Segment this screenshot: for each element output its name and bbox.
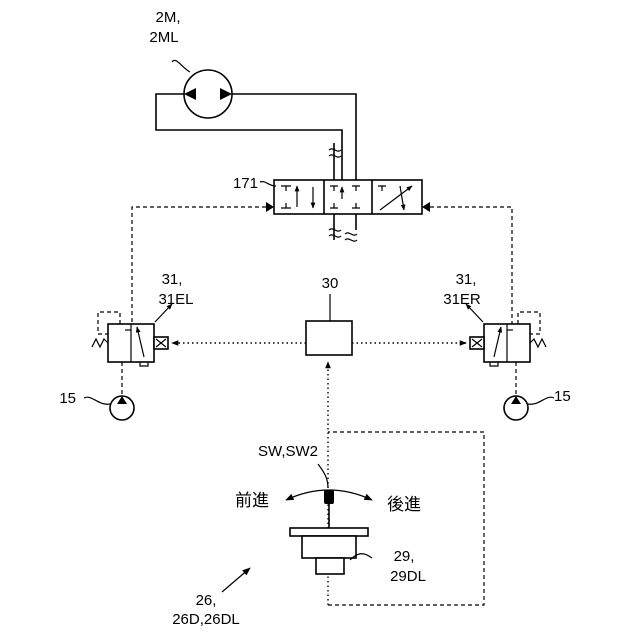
left-pump-label: 15 <box>59 390 76 407</box>
right-pump-label: 15 <box>554 388 571 405</box>
forward-label: 前進 <box>235 491 269 511</box>
pedal-base-label-line1: 29, <box>394 548 415 565</box>
direction-valve <box>266 180 430 214</box>
right-proportional-valve <box>466 304 546 366</box>
left-pilot-pump <box>84 362 134 420</box>
controller <box>306 294 352 355</box>
left-valve-label-line2: 31EL <box>158 291 193 308</box>
pedal-label-line2: 26D,26DL <box>172 611 240 628</box>
right-valve-label-line2: 31ER <box>443 291 481 308</box>
valve-label: 171 <box>233 175 258 192</box>
pedal-base-label-line2: 29DL <box>390 568 426 585</box>
right-valve-label-line1: 31, <box>456 271 477 288</box>
right-pilot-pump <box>504 362 554 420</box>
hydraulic-motor <box>172 60 232 118</box>
motor-label-line1: 2M, <box>155 9 180 26</box>
motor-leader-line <box>172 60 190 72</box>
motor-label-line2: 2ML <box>149 29 178 46</box>
reverse-label: 後進 <box>387 495 421 515</box>
controller-label: 30 <box>322 275 339 292</box>
switch-label: SW,SW2 <box>258 443 318 460</box>
travel-pedal <box>286 490 372 574</box>
motor-lines <box>156 94 356 180</box>
pedal-label-line1: 26, <box>196 592 217 609</box>
left-valve-label-line1: 31, <box>162 271 183 288</box>
pedal-pointer-arrow <box>222 568 250 592</box>
switch-leader-line <box>318 464 328 488</box>
